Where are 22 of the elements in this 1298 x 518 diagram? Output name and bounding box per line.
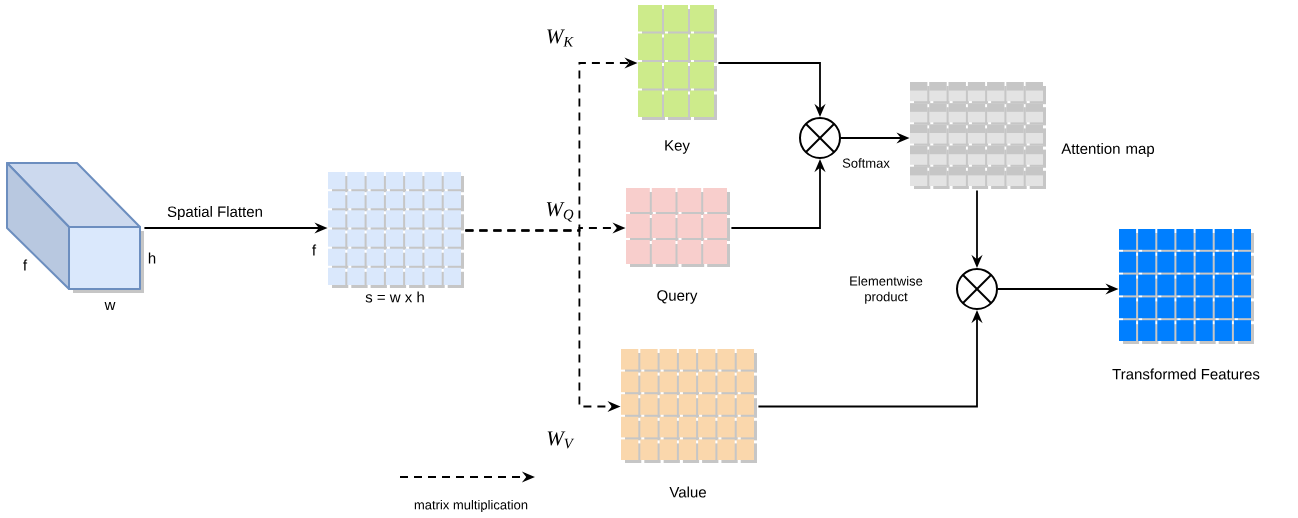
multiply-symbol: [799, 117, 841, 159]
matrix-grid: Query: [626, 188, 730, 304]
edge-label: Softmax: [840, 156, 892, 170]
edge-label: W$_{V}$: [544, 429, 576, 451]
node-label: Transformed Features: [1112, 368, 1260, 380]
node-label: Attention map: [1061, 143, 1155, 157]
dimension-label: f: [23, 259, 28, 271]
node-label: Value: [669, 486, 706, 498]
matrix-grid: Transformed Features: [1112, 229, 1260, 380]
cuboid-drawing: [6, 162, 144, 293]
edge-label: W$_{Q}$: [543, 200, 577, 224]
matrix-grid: Key: [638, 5, 717, 154]
edge-label: Spatial Flatten: [165, 204, 265, 222]
matrix-grid: Attention map: [910, 82, 1155, 189]
matrix-grid: s = w x h: [328, 172, 464, 303]
operation-label: Elementwise product: [850, 276, 923, 304]
legend-label: matrix multiplication: [414, 499, 528, 513]
node-label: Key: [665, 140, 690, 154]
edge-label: W$_{K}$: [543, 27, 577, 49]
dimension-label: f: [312, 244, 317, 256]
matrix-grid: Value: [621, 349, 757, 498]
node-label: Query: [657, 290, 698, 304]
